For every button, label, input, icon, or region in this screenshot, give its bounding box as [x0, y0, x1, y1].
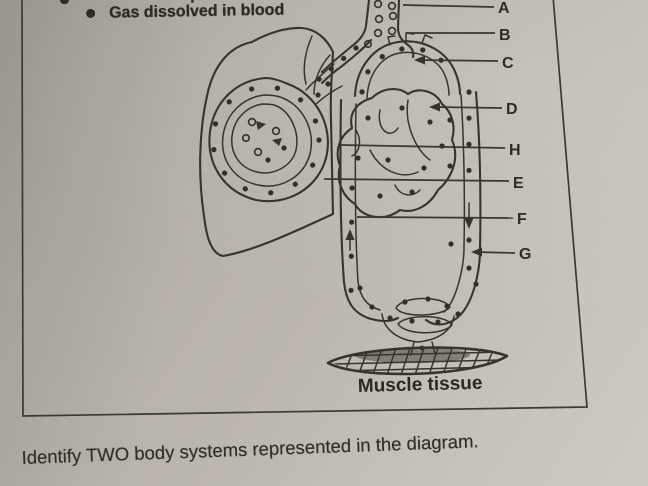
flow-arrow-up [345, 229, 355, 251]
alveolus [231, 103, 298, 174]
gas-exchange-arrow [272, 138, 282, 146]
leader-line-f [356, 216, 514, 219]
partial-top-line: in the atmosphere [96, 0, 356, 5]
leader-line-c [417, 59, 499, 62]
bullet-icon [60, 0, 69, 4]
leader-line-h [340, 144, 506, 149]
muscle-label: Muscle tissue [358, 373, 483, 397]
label-letter-c: C [502, 55, 514, 72]
label-letter-a: A [498, 0, 510, 17]
gas-exchange-arrow [256, 121, 266, 130]
leader-line-e [323, 178, 510, 182]
leader-line-d [432, 106, 503, 109]
label-letter-b: B [499, 27, 511, 44]
leader-arrow-d [429, 102, 440, 112]
heart [315, 81, 457, 219]
label-letter-g: G [519, 246, 532, 263]
gas-molecule-dots [210, 84, 322, 196]
leader-arrow-c [414, 55, 425, 65]
capillary-bed [357, 281, 479, 356]
label-letter-f: F [517, 211, 527, 228]
leader-lines [323, 4, 516, 257]
label-letter-d: D [506, 101, 518, 118]
leader-arrow-g [471, 247, 482, 257]
label-letter-e: E [513, 175, 524, 192]
gas-molecule-dots [359, 45, 455, 95]
lung-outline [199, 26, 335, 258]
aortic-arch [353, 32, 462, 99]
muscle-drawing [326, 346, 509, 376]
label-letter-h: H [509, 142, 521, 159]
partial-top-line-text: in the atmosphere [96, 0, 356, 4]
flow-arrow-down [464, 202, 474, 229]
diagram-frame [21, 0, 588, 417]
alveolus-capillary-band [208, 63, 343, 203]
leader-line-a [402, 4, 495, 8]
